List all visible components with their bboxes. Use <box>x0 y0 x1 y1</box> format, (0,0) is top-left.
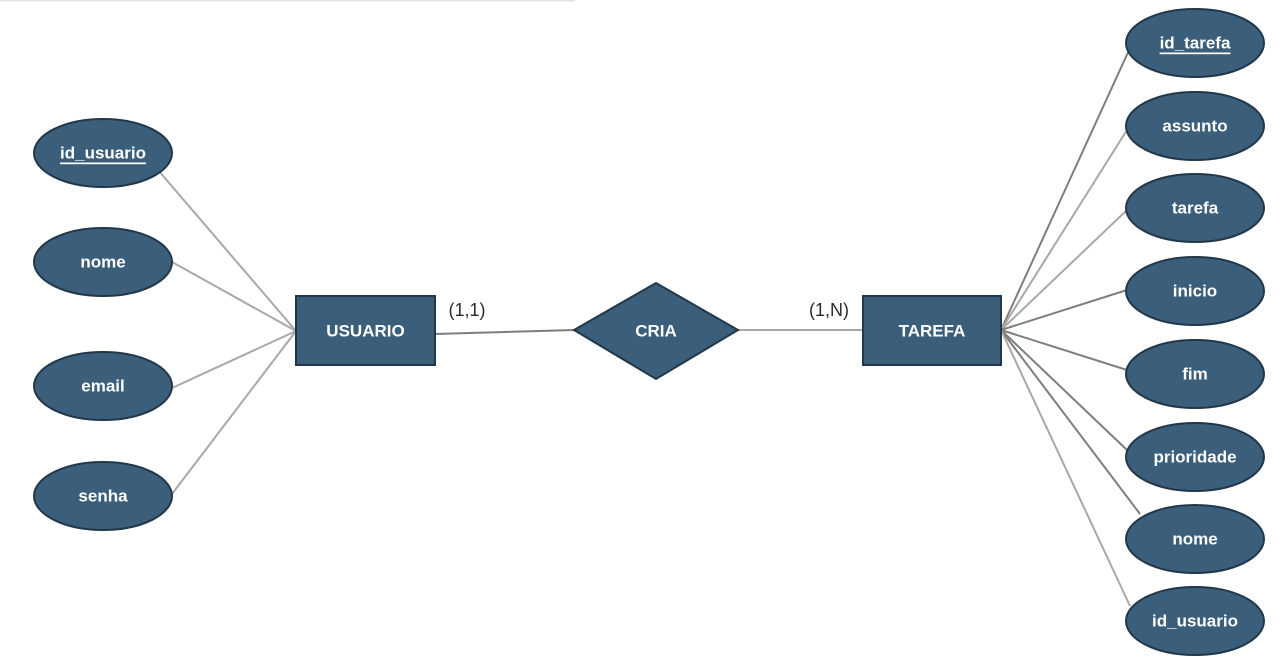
svg-text:prioridade: prioridade <box>1153 448 1236 467</box>
relationship-cria[interactable]: CRIA <box>572 281 740 381</box>
svg-text:senha: senha <box>78 487 128 506</box>
canvas-top-shadow <box>0 0 575 2</box>
attribute-prioridade[interactable]: prioridade <box>1125 422 1265 492</box>
connector-tarefa-assunto <box>1000 129 1128 331</box>
connector-usuario-cria <box>434 329 576 335</box>
connector-usuario-senha <box>171 330 297 495</box>
svg-text:nome: nome <box>1172 530 1217 549</box>
connector-tarefa-prioridade <box>1000 329 1128 451</box>
svg-text:tarefa: tarefa <box>1172 199 1219 218</box>
connector-tarefa-id_usuario <box>1000 329 1131 607</box>
connector-usuario-email <box>171 330 297 389</box>
entity-usuario[interactable]: USUARIO <box>295 295 436 366</box>
svg-text:id_usuario: id_usuario <box>60 144 146 163</box>
connector-tarefa-tarefa <box>1000 209 1128 331</box>
entity-tarefa[interactable]: TAREFA <box>862 295 1002 366</box>
attribute-inicio[interactable]: inicio <box>1125 256 1265 326</box>
connector-tarefa-inicio <box>1000 289 1128 331</box>
attribute-assunto[interactable]: assunto <box>1125 91 1265 161</box>
svg-text:CRIA: CRIA <box>635 322 677 341</box>
cardinality-left: (1,1) <box>448 300 485 320</box>
svg-text:assunto: assunto <box>1162 117 1227 136</box>
attribute-email[interactable]: email <box>33 351 173 421</box>
attribute-id_tarefa[interactable]: id_tarefa <box>1125 8 1265 78</box>
attribute-nome-tarefa[interactable]: nome <box>1125 504 1265 574</box>
attribute-tarefa[interactable]: tarefa <box>1125 173 1265 243</box>
attribute-id_usuario[interactable]: id_usuario <box>33 118 173 188</box>
connector-tarefa-id_tarefa <box>1000 47 1131 331</box>
connector-usuario-id_usuario <box>157 169 297 332</box>
svg-text:id_usuario: id_usuario <box>1152 612 1238 631</box>
attribute-id_usuario-tarefa[interactable]: id_usuario <box>1125 586 1265 656</box>
connector-usuario-nome <box>171 261 297 332</box>
connectors <box>157 47 1141 607</box>
svg-text:email: email <box>81 377 124 396</box>
cardinality-right: (1,N) <box>809 300 849 320</box>
connector-tarefa-nome <box>1000 329 1141 515</box>
svg-text:nome: nome <box>80 253 125 272</box>
svg-text:fim: fim <box>1182 365 1208 384</box>
svg-text:id_tarefa: id_tarefa <box>1160 34 1231 53</box>
attribute-nome[interactable]: nome <box>33 227 173 297</box>
svg-text:USUARIO: USUARIO <box>326 322 404 341</box>
connector-tarefa-fim <box>1000 329 1128 371</box>
attribute-fim[interactable]: fim <box>1125 339 1265 409</box>
svg-text:inicio: inicio <box>1173 282 1217 301</box>
svg-text:TAREFA: TAREFA <box>899 322 966 341</box>
attribute-senha[interactable]: senha <box>33 461 173 531</box>
